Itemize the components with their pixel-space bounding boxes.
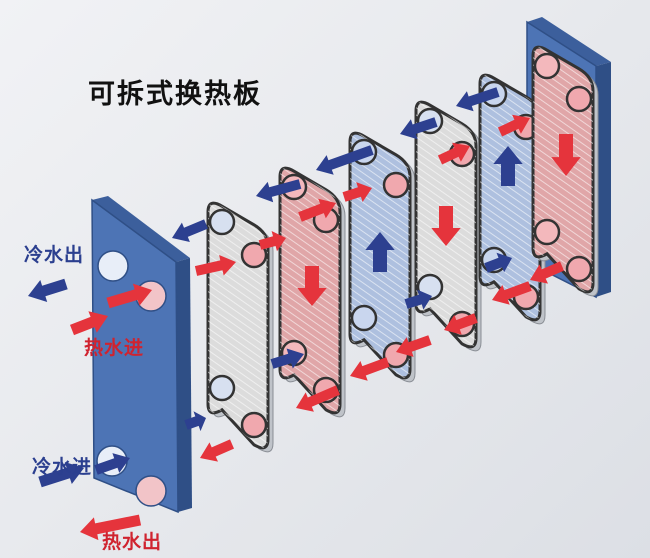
flow-arrow (530, 261, 564, 284)
flow-arrow (404, 289, 432, 310)
flow-arrow (493, 146, 523, 186)
cold-outlet-port (97, 250, 129, 282)
cold-water-out-label: 冷水出 (24, 244, 85, 266)
flow-arrow (298, 198, 336, 222)
flow-arrow (365, 232, 395, 272)
flow-arrow (396, 335, 432, 357)
port-hole (208, 374, 236, 402)
flow-arrow (258, 231, 286, 252)
flow-arrow (184, 411, 206, 432)
flow-arrow (350, 357, 390, 381)
flow-arrow (297, 266, 327, 306)
plate-stack (206, 45, 599, 453)
port-hole (350, 304, 378, 332)
flow-arrow (342, 182, 372, 202)
flow-arrow (497, 114, 530, 137)
flow-arrow (316, 145, 374, 175)
page-title: 可拆式换热板 (88, 79, 262, 110)
flow-arrow (431, 206, 461, 246)
port-hole (565, 255, 593, 283)
port-hole (533, 52, 561, 80)
flow-arrow (296, 385, 340, 412)
cold-water-in-label: 冷水进 (32, 456, 93, 478)
port-hole (240, 411, 268, 439)
flow-arrow (94, 453, 130, 475)
flow-arrow (444, 313, 478, 335)
port-hole (533, 218, 561, 246)
hot-outlet-port (135, 475, 167, 507)
flow-arrow (70, 311, 108, 336)
hot-water-out-label: 热水出 (102, 531, 163, 553)
flow-arrow (172, 219, 208, 242)
port-hole (240, 241, 268, 269)
flow-arrow (106, 283, 152, 309)
flow-arrow (551, 134, 581, 176)
flow-arrow (28, 278, 68, 302)
flow-arrow (256, 179, 302, 203)
flow-arrow (270, 348, 304, 369)
flow-arrow (492, 281, 532, 305)
flow-arrow (400, 117, 438, 140)
port-hole (208, 208, 236, 236)
hot-water-in-label: 热水进 (84, 337, 145, 359)
flow-arrow (484, 252, 512, 273)
flow-arrow (80, 514, 142, 541)
port-hole (382, 171, 410, 199)
flow-arrow (437, 142, 470, 165)
flow-arrow (200, 439, 234, 462)
flow-arrow (38, 462, 84, 488)
flow-arrow (456, 87, 500, 112)
flow-arrows (28, 87, 581, 541)
flow-arrow (194, 255, 236, 276)
port-hole (565, 85, 593, 113)
